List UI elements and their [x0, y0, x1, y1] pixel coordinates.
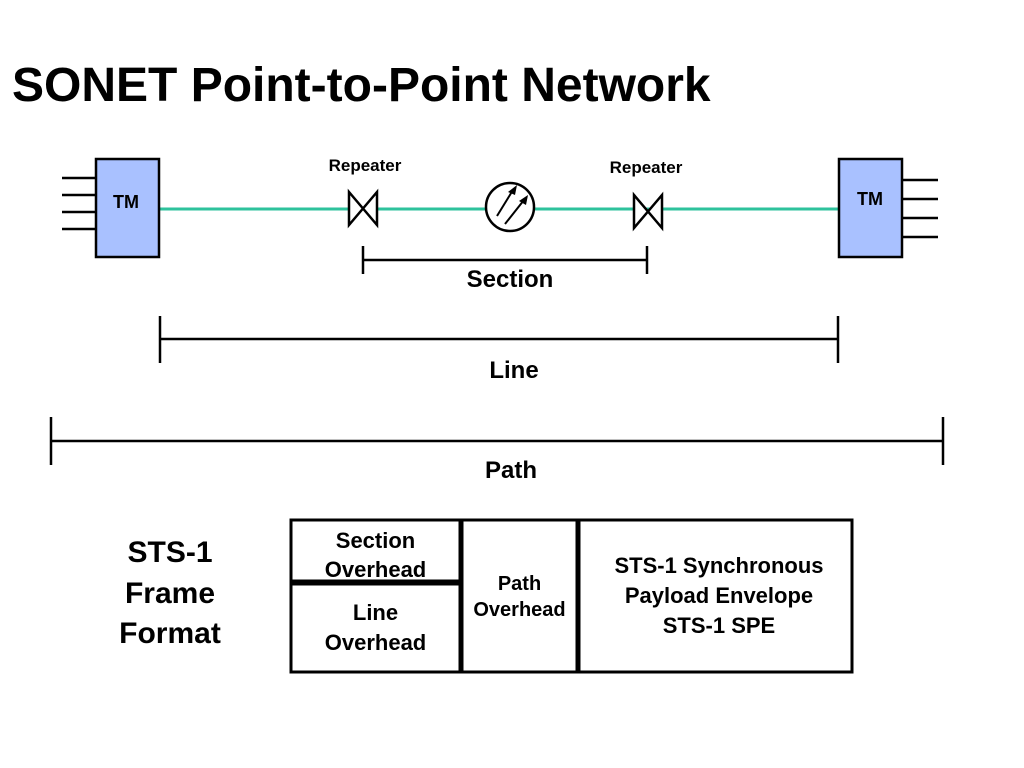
path-label: Path: [484, 457, 537, 484]
repeater-left-icon: [347, 188, 379, 229]
repeater-right-icon: [632, 191, 664, 232]
path-overhead-line-1: Path: [497, 573, 542, 595]
regenerator-icon: [484, 181, 536, 233]
spe-line-1: STS-1 Synchronous: [614, 553, 824, 578]
tm-right-label: TM: [857, 189, 883, 209]
path-overhead-text: Path Overhead: [462, 571, 577, 623]
path-overhead-line-2: Overhead: [473, 599, 566, 621]
frame-caption-line-2: Frame: [124, 576, 216, 610]
line-overhead-text: Line Overhead: [291, 598, 460, 657]
path-overhead-box: [460, 518, 579, 674]
frame-caption-line-1: STS-1: [127, 536, 213, 569]
frame-format-caption: STS-1 Frame Format: [100, 533, 240, 655]
line-overhead-line-1: Line: [352, 600, 399, 625]
section-overhead-line-2: Overhead: [324, 556, 427, 582]
line-label: Line: [489, 357, 539, 384]
frame-caption-line-3: Format: [119, 617, 221, 650]
terminal-multiplexer-right: [837, 157, 904, 259]
spe-text: STS-1 Synchronous Payload Envelope STS-1…: [579, 551, 859, 641]
repeater-left-label: Repeater: [328, 156, 402, 175]
line-overhead-line-2: Overhead: [324, 629, 427, 655]
repeater-right-label: Repeater: [609, 158, 683, 177]
line-span: [158, 316, 840, 363]
terminal-multiplexer-left: [94, 157, 161, 259]
spe-box: [577, 518, 854, 674]
right-tributaries: [902, 178, 938, 239]
spe-line-2: Payload Envelope: [624, 582, 814, 608]
path-span: [49, 417, 945, 465]
left-tributaries: [62, 176, 96, 231]
section-label: Section: [466, 266, 554, 293]
page-title: SONET Point-to-Point Network: [12, 59, 711, 112]
section-overhead-box: [289, 518, 462, 583]
line-overhead-box: [289, 582, 462, 674]
section-span: [361, 246, 649, 274]
sts1-frame: [289, 518, 854, 674]
section-overhead-text: Section Overhead: [291, 527, 460, 584]
tm-left-label: TM: [113, 192, 139, 212]
spe-line-3: STS-1 SPE: [662, 612, 776, 638]
section-overhead-line-1: Section: [335, 528, 416, 553]
